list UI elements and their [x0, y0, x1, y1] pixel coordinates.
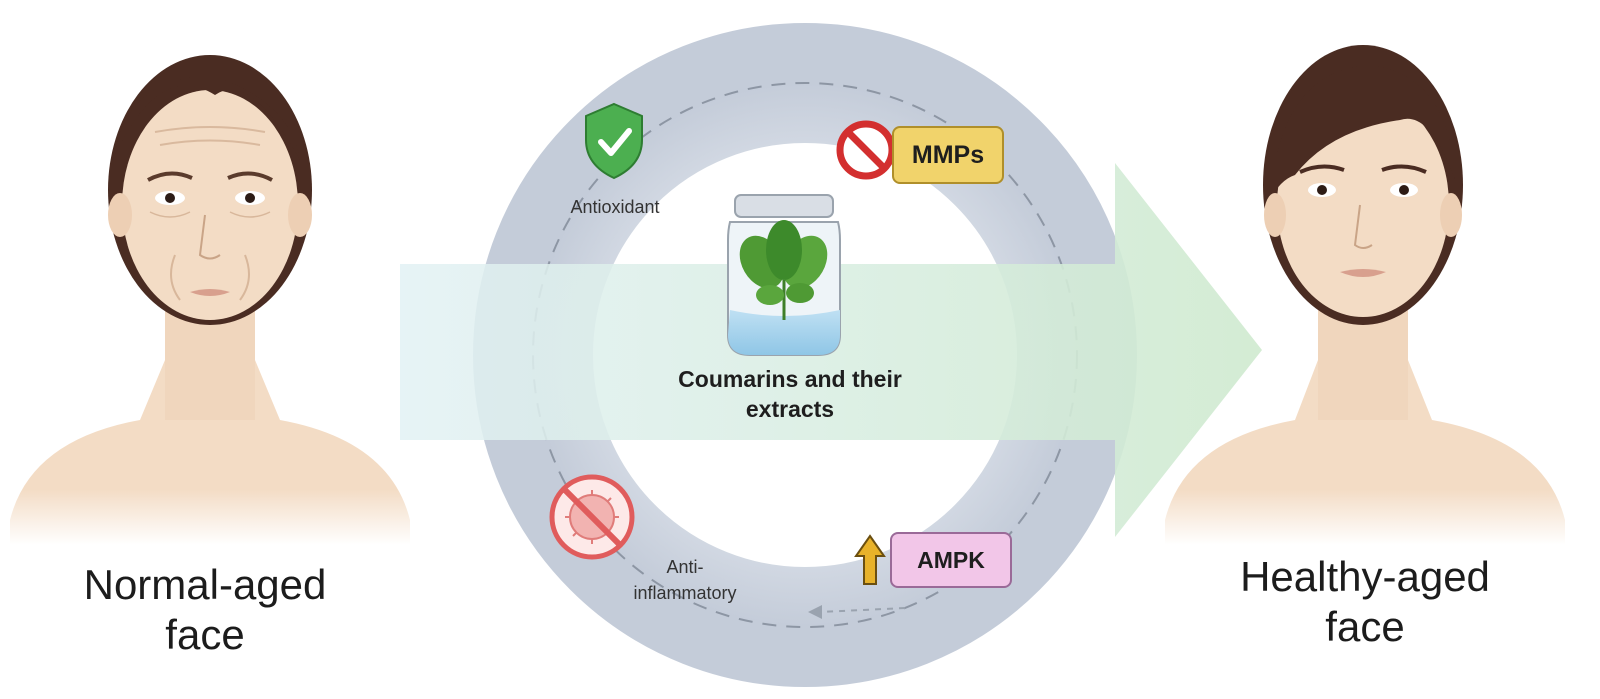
ampk-label: AMPK — [917, 546, 985, 573]
antioxidant-label: Antioxidant — [570, 197, 660, 217]
crossed-virus-icon — [549, 474, 635, 560]
right-caption-line2: face — [1325, 603, 1405, 650]
aged-face-illustration — [10, 55, 410, 545]
anti-inflammatory-line2: inflammatory — [633, 583, 737, 603]
anti-inflammatory-label: Anti- inflammatory — [600, 554, 770, 606]
jar-with-leaves-icon — [727, 194, 841, 356]
left-caption-line1: Normal-aged — [83, 561, 327, 608]
center-line2: extracts — [745, 396, 835, 422]
prohibited-sign-icon — [836, 120, 896, 180]
left-caption: Normal-aged face — [40, 560, 370, 660]
center-line1: Coumarins and their — [678, 366, 902, 392]
up-arrow-icon — [854, 534, 886, 585]
green-shield-check-icon — [585, 102, 643, 180]
right-caption: Healthy-aged face — [1195, 552, 1535, 652]
mmps-badge: MMPs — [892, 126, 1004, 184]
center-label: Coumarins and their extracts — [630, 364, 950, 424]
ampk-badge: AMPK — [890, 532, 1012, 588]
anti-inflammatory-line1: Anti- — [666, 557, 704, 577]
left-caption-line2: face — [165, 611, 245, 658]
mmps-label: MMPs — [911, 140, 985, 169]
right-caption-line1: Healthy-aged — [1240, 553, 1490, 600]
healthy-face-illustration — [1165, 45, 1565, 545]
